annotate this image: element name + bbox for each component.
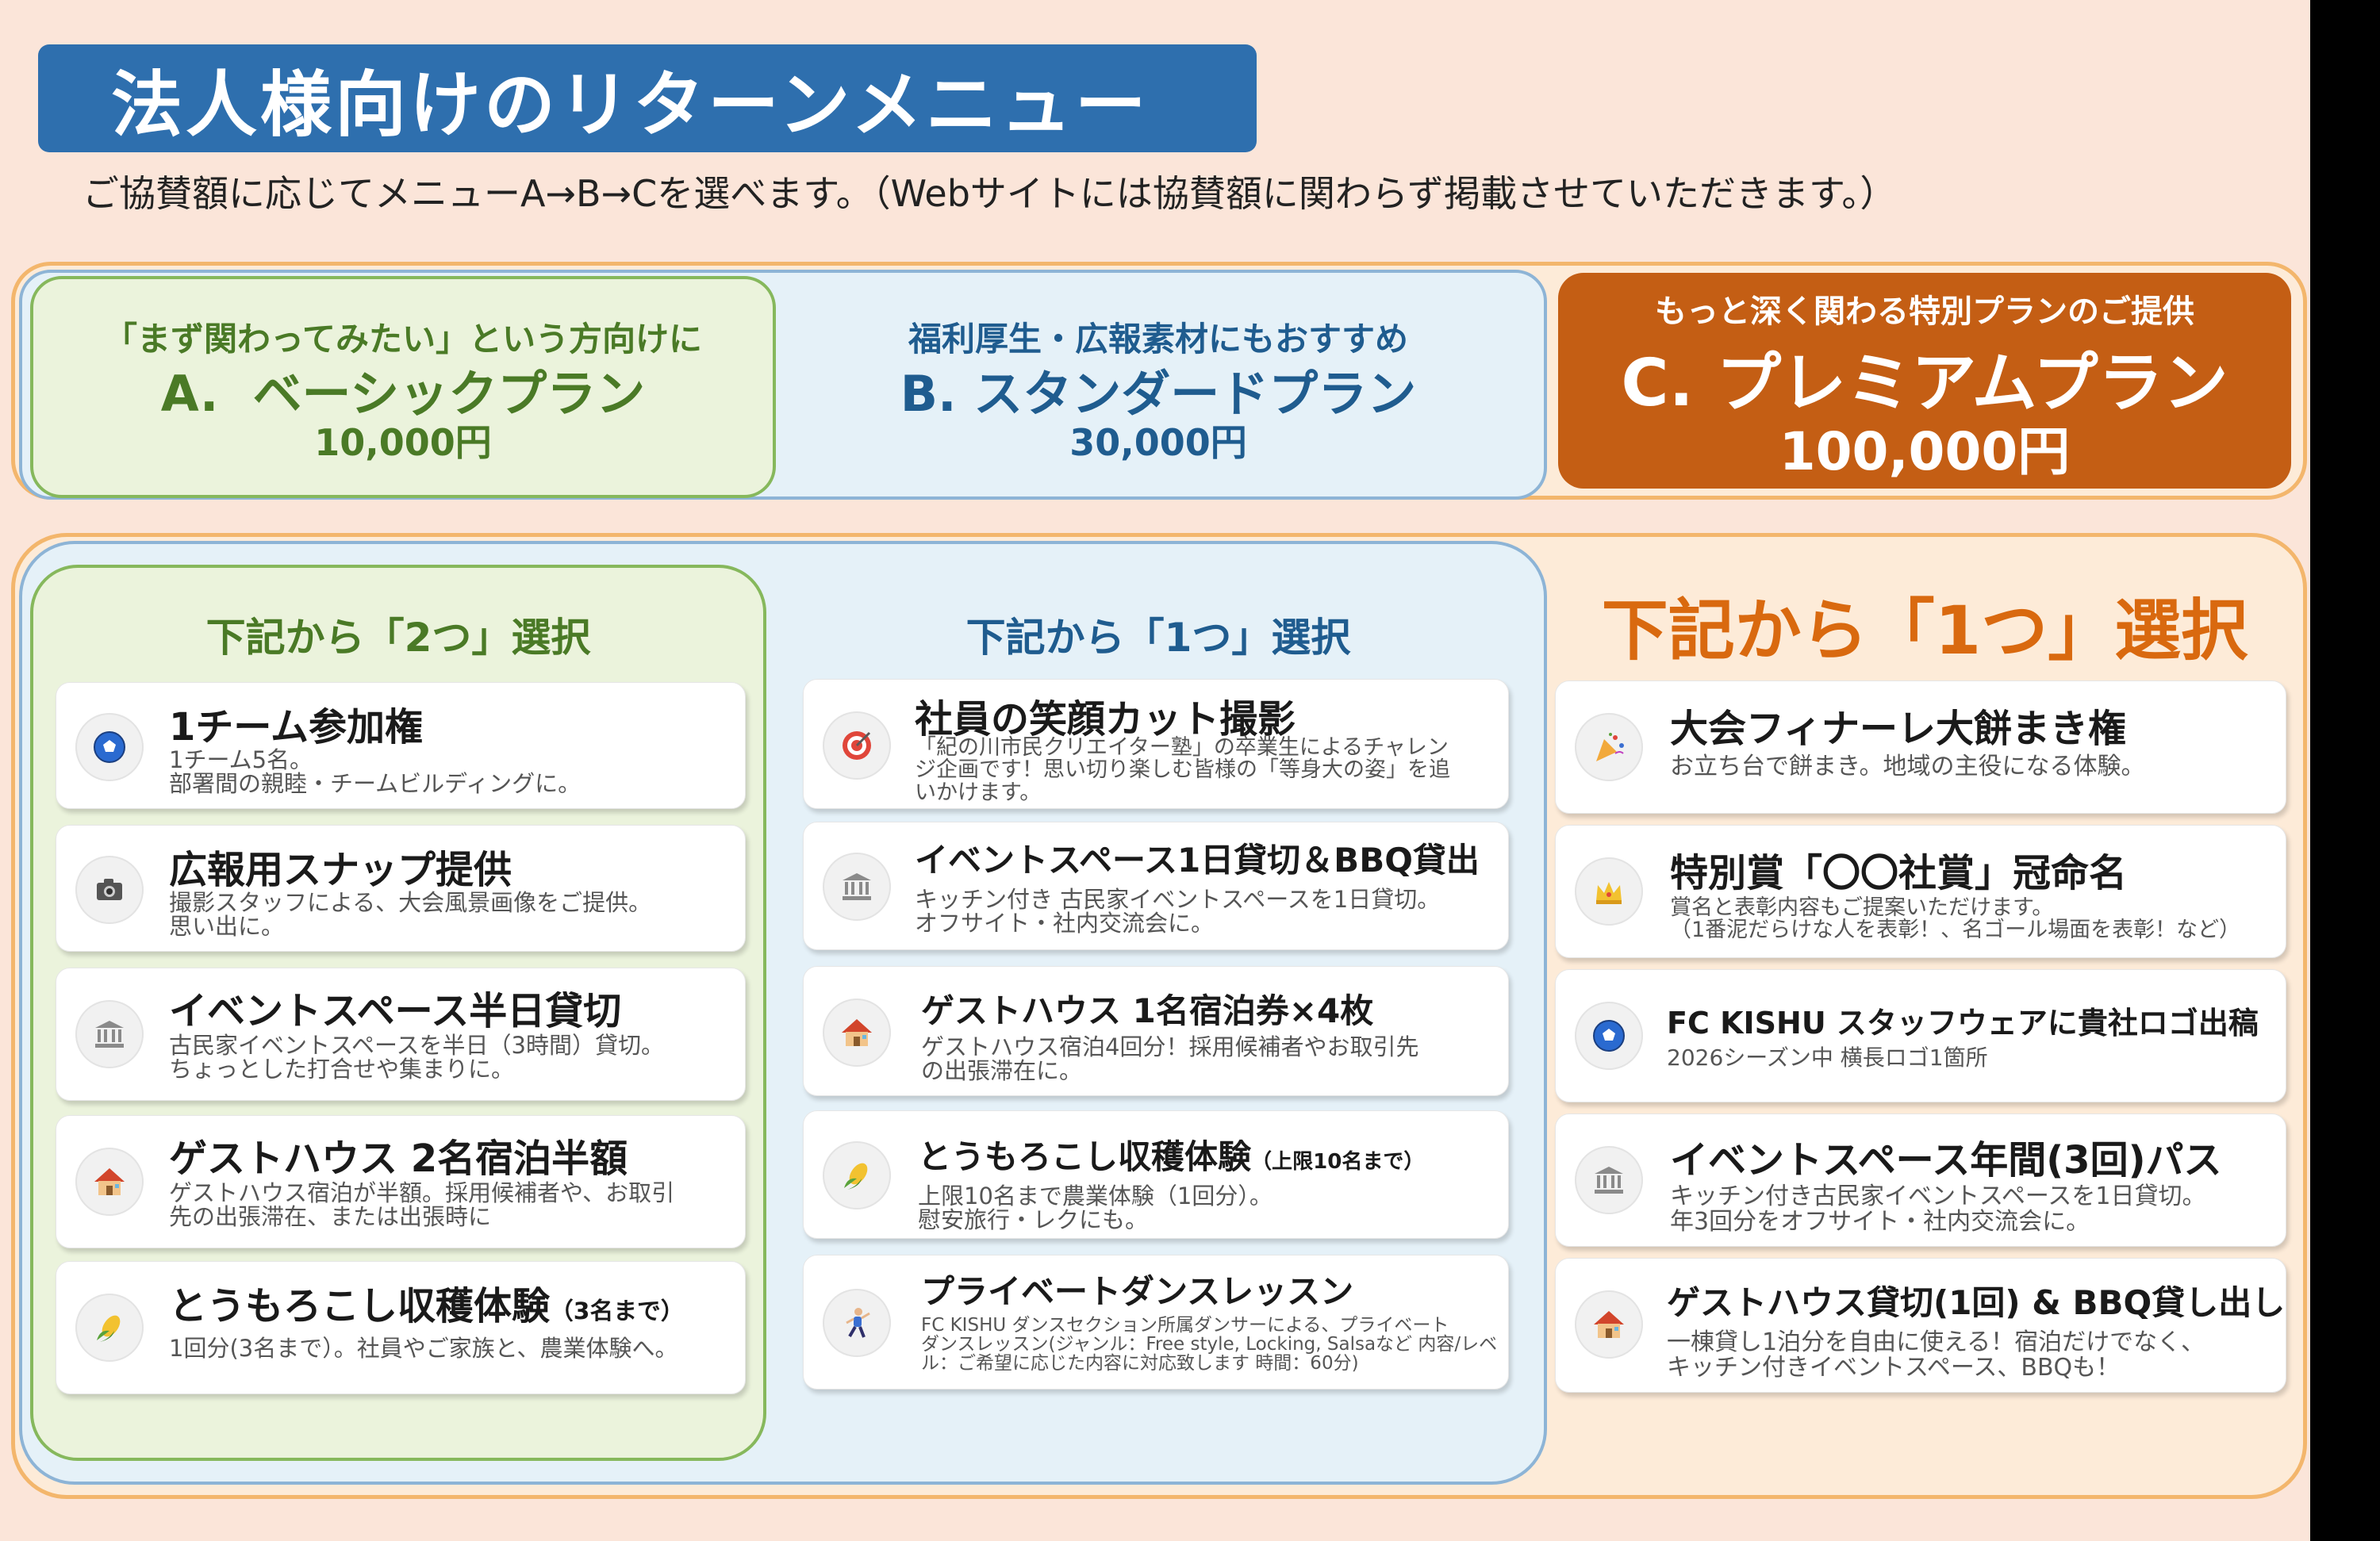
menu-b-card-5-title: プライベートダンスレッスン bbox=[921, 1272, 1354, 1311]
menu-b-card-4-desc: 上限10名まで農業体験（1回分）。 慰安旅行・レクにも。 bbox=[918, 1183, 1273, 1234]
menu-a-card-4[interactable]: ゲストハウス 2名宿泊半額 ゲストハウス宿泊が半額。採用候補者や、お取引 先の出… bbox=[56, 1115, 746, 1248]
corn-icon bbox=[75, 1294, 144, 1362]
menu-a-card-2-title: 広報用スナップ提供 bbox=[169, 848, 512, 892]
party-popper-icon bbox=[1575, 713, 1643, 781]
menu-b-card-3-title: ゲストハウス 1名宿泊券×4枚 bbox=[921, 991, 1374, 1030]
building-icon bbox=[1575, 1146, 1643, 1214]
menu-a-card-3[interactable]: イベントスペース半日貸切 古民家イベントスペースを半日（3時間）貸切。 ちょっと… bbox=[56, 968, 746, 1101]
menu-b-card-3[interactable]: ゲストハウス 1名宿泊券×4枚 ゲストハウス宿泊4回分！採用候補者やお取引先 の… bbox=[803, 966, 1509, 1096]
menu-c-card-3-desc: 2026シーズン中 横長ロゴ1箇所 bbox=[1667, 1045, 1988, 1071]
menu-a-card-1-title: 1チーム参加権 bbox=[169, 705, 423, 749]
menu-c-card-4-desc: キッチン付き古民家イベントスペースを1日貸切。 年3回分をオフサイト・社内交流会… bbox=[1670, 1183, 2206, 1236]
page-title: 法人様向けのリターンメニュー bbox=[111, 63, 1150, 147]
menu-c-card-2[interactable]: 特別賞「〇〇社賞」冠命名 賞名と表彰内容もご提案いただけます。 （1番泥だらけな… bbox=[1555, 825, 2286, 958]
menu-b-card-4[interactable]: とうもろこし収穫体験（上限10名まで） 上限10名まで農業体験（1回分）。 慰安… bbox=[803, 1110, 1509, 1239]
soccer-ball-icon bbox=[1575, 1002, 1643, 1070]
menu-c-card-2-desc: 賞名と表彰内容もご提案いただけます。 （1番泥だらけな人を表彰！、名ゴール場面を… bbox=[1670, 895, 2241, 943]
menu-a-card-1[interactable]: 1チーム参加権 1チーム5名。 部署間の親睦・チームビルディングに。 bbox=[56, 682, 746, 809]
menu-c-card-3[interactable]: FC KISHU スタッフウェアに貴社ロゴ出稿 2026シーズン中 横長ロゴ1箇… bbox=[1555, 969, 2286, 1102]
menu-c-card-3-title: FC KISHU スタッフウェアに貴社ロゴ出稿 bbox=[1667, 1006, 2259, 1041]
menu-b-card-1[interactable]: 社員の笑顔カット撮影 「紀の川市民クリエイター塾」の卒業生によるチャレン ジ企画… bbox=[803, 679, 1509, 809]
house-icon bbox=[75, 1148, 144, 1216]
plan-a-tagline: 「まず関わってみたい」という方向けに bbox=[104, 320, 702, 358]
page-subtitle: ご協賛額に応じてメニューA→B→Cを選べます。（Webサイトには協賛額に関わらず… bbox=[83, 172, 1897, 215]
menu-c-card-1-desc: お立ち台で餅まき。地域の主役になる体験。 bbox=[1670, 753, 2145, 780]
house-icon bbox=[823, 999, 891, 1067]
menu-a-card-5-title: とうもろこし収穫体験（3名まで） bbox=[169, 1284, 685, 1328]
menu-b-selection-heading: 下記から「1つ」選択 bbox=[965, 615, 1351, 661]
menu-b-card-2-desc: キッチン付き 古民家イベントスペースを1日貸切。 オフサイト・社内交流会に。 bbox=[915, 886, 1441, 937]
plan-a-price: 10,000円 bbox=[314, 421, 492, 464]
plan-c-name: C. プレミアムプラン bbox=[1621, 346, 2228, 421]
menu-a-card-4-desc: ゲストハウス宿泊が半額。採用候補者や、お取引 先の出張滞在、または出張時に bbox=[169, 1179, 675, 1231]
menu-b-card-1-desc: 「紀の川市民クリエイター塾」の卒業生によるチャレン ジ企画です！思い切り楽しむ皆… bbox=[915, 735, 1450, 805]
menu-b-card-5-desc: FC KISHU ダンスセクション所属ダンサーによる、プライベート ダンスレッス… bbox=[921, 1315, 1498, 1374]
menu-c-card-1-title: 大会フィナーレ大餅まき権 bbox=[1670, 707, 2127, 751]
menu-a-selection-heading: 下記から「2つ」選択 bbox=[205, 615, 591, 661]
plan-b-name: B. スタンダードプラン bbox=[900, 365, 1417, 423]
menu-c-card-4-title: イベントスペース年間(3回)パス bbox=[1670, 1138, 2222, 1183]
menu-b-card-5[interactable]: プライベートダンスレッスン FC KISHU ダンスセクション所属ダンサーによる… bbox=[803, 1255, 1509, 1390]
menu-b-card-1-title: 社員の笑顔カット撮影 bbox=[915, 697, 1296, 742]
dancer-icon bbox=[823, 1289, 891, 1357]
plan-header-c-area bbox=[1558, 273, 2291, 489]
menu-c-card-5-title: ゲストハウス貸切(1回) & BBQ貸し出し bbox=[1667, 1283, 2286, 1322]
corn-icon bbox=[823, 1141, 891, 1209]
menu-a-card-2-desc: 撮影スタッフによる、大会風景画像をご提供。 思い出に。 bbox=[169, 889, 652, 941]
plan-c-tagline: もっと深く関わる特別プランのご提供 bbox=[1655, 293, 2194, 330]
title-banner: 法人様向けのリターンメニュー bbox=[38, 44, 1257, 152]
plan-b-tagline: 福利厚生・広報素材にもおすすめ bbox=[908, 320, 1408, 358]
menu-c-card-2-title: 特別賞「〇〇社賞」冠命名 bbox=[1670, 851, 2128, 895]
menu-a-card-1-desc: 1チーム5名。 部署間の親睦・チームビルディングに。 bbox=[169, 746, 582, 798]
house-icon bbox=[1575, 1290, 1643, 1359]
plan-header-a-area bbox=[30, 276, 776, 498]
menu-a-card-3-desc: 古民家イベントスペースを半日（3時間）貸切。 ちょっとした打合せや集まりに。 bbox=[169, 1032, 664, 1083]
menu-a-card-4-title: ゲストハウス 2名宿泊半額 bbox=[169, 1137, 628, 1181]
page: 法人様向けのリターンメニュー ご協賛額に応じてメニューA→B→Cを選べます。（W… bbox=[0, 0, 2310, 1541]
menu-c-card-5-desc: 一棟貸し1泊分を自由に使える！宿泊だけでなく、 キッチン付きイベントスペース、B… bbox=[1667, 1328, 2205, 1382]
crown-icon bbox=[1575, 857, 1643, 926]
target-icon bbox=[823, 711, 891, 780]
menu-b-card-4-title: とうもろこし収穫体験（上限10名まで） bbox=[918, 1137, 1425, 1176]
menu-b-card-3-desc: ゲストハウス宿泊4回分！採用候補者やお取引先 の出張滞在に。 bbox=[921, 1033, 1419, 1085]
menu-c-card-4[interactable]: イベントスペース年間(3回)パス キッチン付き古民家イベントスペースを1日貸切。… bbox=[1555, 1114, 2286, 1247]
building-icon bbox=[823, 853, 891, 921]
menu-a-card-2[interactable]: 広報用スナップ提供 撮影スタッフによる、大会風景画像をご提供。 思い出に。 bbox=[56, 825, 746, 952]
building-icon bbox=[75, 1000, 144, 1068]
soccer-ball-icon bbox=[75, 713, 144, 781]
plan-c-price: 100,000円 bbox=[1779, 421, 2071, 482]
plan-b-price: 30,000円 bbox=[1069, 421, 1247, 464]
menu-c-selection-heading: 下記から「1つ」選択 bbox=[1601, 592, 2248, 669]
menu-c-card-5[interactable]: ゲストハウス貸切(1回) & BBQ貸し出し 一棟貸し1泊分を自由に使える！宿泊… bbox=[1555, 1258, 2286, 1393]
menu-b-card-2-title: イベントスペース1日貸切＆BBQ貸出 bbox=[915, 841, 1480, 880]
plan-a-name: A. ベーシックプラン bbox=[160, 365, 646, 423]
menu-b-card-2[interactable]: イベントスペース1日貸切＆BBQ貸出 キッチン付き 古民家イベントスペースを1日… bbox=[803, 822, 1509, 950]
menu-c-card-1[interactable]: 大会フィナーレ大餅まき権 お立ち台で餅まき。地域の主役になる体験。 bbox=[1555, 680, 2286, 814]
menu-a-card-5[interactable]: とうもろこし収穫体験（3名まで） 1回分(3名まで）。社員やご家族と、農業体験へ… bbox=[56, 1261, 746, 1394]
menu-a-card-5-desc: 1回分(3名まで）。社員やご家族と、農業体験へ。 bbox=[169, 1335, 678, 1362]
camera-icon bbox=[75, 856, 144, 924]
menu-a-card-3-title: イベントスペース半日貸切 bbox=[169, 989, 622, 1033]
